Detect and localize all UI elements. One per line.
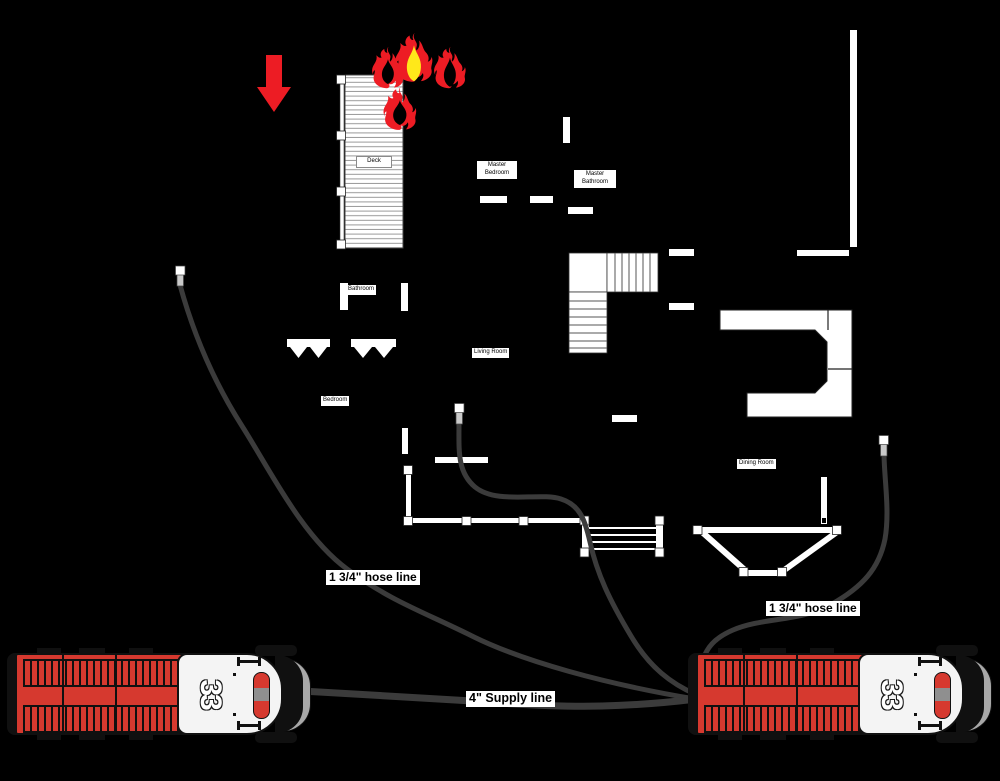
cab-detail [918, 657, 942, 666]
deck-rail-post [336, 186, 346, 197]
wall-segment [563, 117, 570, 143]
fire-engine-icon[interactable]: 33 [7, 645, 311, 743]
cab-detail [233, 713, 236, 716]
truck-marker [79, 734, 105, 740]
attack-hose-left[interactable] [177, 284, 696, 702]
truck-wheel [936, 732, 978, 743]
room-label-living-room: Living Room [472, 348, 510, 358]
truck-marker [760, 648, 786, 654]
cab-detail [237, 721, 261, 730]
cab-detail [918, 721, 942, 730]
staircase [568, 252, 659, 354]
compartment-divider [796, 655, 798, 733]
ladder-icon [23, 659, 183, 687]
room-label-bathroom: Bathroom [346, 285, 377, 295]
light-bar [253, 672, 270, 719]
truck-marker [79, 648, 105, 654]
nozzle-icon[interactable] [878, 435, 889, 457]
hose-lines [177, 284, 890, 710]
ladder-icon [704, 659, 864, 687]
truck-marker [37, 734, 61, 740]
flame-icon[interactable] [434, 46, 466, 89]
cab-detail [233, 673, 236, 676]
truck-marker [718, 734, 742, 740]
light-bar [934, 672, 951, 719]
nozzles [175, 265, 889, 457]
truck-body [15, 653, 187, 735]
hose-label-supply[interactable]: 4" Supply line [466, 691, 556, 707]
truck-marker [810, 734, 834, 740]
ladder-icon [23, 705, 183, 733]
wall-segment [821, 477, 827, 524]
attack-hose-center[interactable] [456, 422, 696, 697]
cab-detail [914, 673, 917, 676]
wall-segment [401, 283, 408, 311]
compartment-divider [743, 655, 745, 733]
truck-wheel [255, 732, 297, 743]
wall-segment [797, 250, 849, 256]
truck-body [696, 653, 868, 735]
bay-window [692, 525, 842, 577]
deck-rail-post [336, 239, 346, 250]
engine-unit-number: 33 [875, 679, 908, 709]
cab-detail [237, 657, 261, 666]
hose-label-left-attack[interactable]: 1 3/4" hose line [326, 570, 420, 585]
room-label-bedroom: Bedroom [321, 396, 350, 406]
wall-segment [669, 249, 694, 256]
flame-icon[interactable] [395, 33, 433, 82]
wall-joint [822, 518, 826, 523]
truck-marker [129, 648, 153, 654]
truck-cab [858, 653, 964, 735]
room-label-dining-room: Dining Room [737, 459, 776, 469]
room-label-master-bedroom: Master Bedroom [477, 161, 517, 179]
truck-wheel [255, 645, 297, 656]
truck-marker [129, 734, 153, 740]
door-opening [480, 196, 507, 203]
engine-unit-number: 33 [194, 679, 227, 709]
wall-segment [612, 415, 637, 422]
kitchen-counter [719, 309, 853, 418]
truck-marker [810, 648, 834, 654]
cab-detail [914, 713, 917, 716]
wall-segment [669, 303, 694, 310]
room-label-deck: Deck [356, 156, 392, 168]
fire-flames [372, 33, 466, 130]
porch-railing [403, 465, 582, 526]
wall-segment [402, 428, 408, 454]
truck-marker [718, 648, 742, 654]
fire-engine-icon[interactable]: 33 [688, 645, 992, 743]
ladder-icon [704, 705, 864, 733]
wall-segment [850, 30, 857, 247]
hose-label-right-attack[interactable]: 1 3/4" hose line [766, 601, 860, 616]
door-opening [530, 196, 553, 203]
bifold-doors [287, 339, 396, 358]
room-label-master-bathroom: Master Bathroom [574, 170, 616, 188]
wall-segment [340, 283, 348, 310]
nozzle-icon[interactable] [454, 403, 465, 425]
nozzle-icon[interactable] [175, 265, 186, 287]
compartment-divider [115, 655, 117, 733]
deck-rail-post [336, 130, 346, 141]
truck-marker [760, 734, 786, 740]
arrow-down-icon[interactable] [257, 55, 291, 112]
truck-marker [37, 648, 61, 654]
deck-rail-post [336, 74, 346, 85]
compartment-divider [62, 655, 64, 733]
truck-wheel [936, 645, 978, 656]
door-opening [568, 207, 593, 214]
